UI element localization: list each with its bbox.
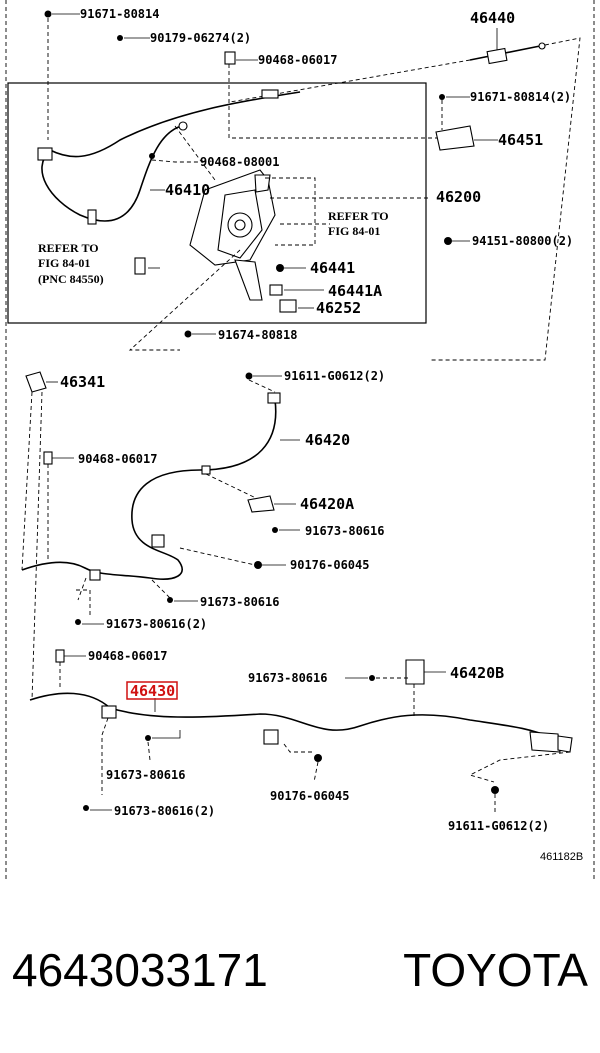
label-91671-80814-right: 91671-80814(2)	[470, 90, 571, 104]
label-46420: 46420	[305, 431, 350, 449]
label-90468-08001: 90468-08001	[200, 155, 279, 169]
label-46441: 46441	[310, 259, 355, 277]
label-46410: 46410	[165, 181, 210, 199]
label-91671-80814-top: 91671-80814	[80, 7, 159, 21]
label-46420b: 46420B	[450, 664, 504, 682]
label-refer-to-2c: (PNC 84550)	[38, 272, 104, 286]
label-91673-80616-b: 91673-80616	[200, 595, 279, 609]
label-91611-g0612-top: 91611-G0612(2)	[284, 369, 385, 383]
fastener-91674	[184, 330, 216, 338]
cable-46430	[29, 649, 573, 812]
label-91674-80818: 91674-80818	[218, 328, 297, 342]
label-refer-to-2b: FIG 84-01	[38, 256, 90, 270]
label-91673-80616-c: 91673-80616(2)	[106, 617, 207, 631]
label-46441a: 46441A	[328, 282, 382, 300]
label-90468-06017-mid: 90468-06017	[78, 452, 157, 466]
label-46430: 46430	[130, 682, 175, 700]
label-46420a: 46420A	[300, 495, 354, 513]
top-left-fasteners	[44, 10, 440, 140]
label-46200: 46200	[436, 188, 481, 206]
clip-46341	[21, 371, 58, 701]
diagram-code: 461182B	[540, 851, 583, 863]
label-94151-80800: 94151-80800(2)	[472, 234, 573, 248]
label-90176-06045-a: 90176-06045	[290, 558, 369, 572]
label-91611-g0612-bottom: 91611-G0612(2)	[448, 819, 549, 833]
label-46451: 46451	[498, 131, 543, 149]
part-labels: 91671-80814 90179-06274(2) 46440 90468-0…	[38, 7, 583, 863]
label-91673-80616-f: 91673-80616(2)	[114, 804, 215, 818]
label-46341: 46341	[60, 373, 105, 391]
label-90468-06017-top: 90468-06017	[258, 53, 337, 67]
label-90179-06274: 90179-06274(2)	[150, 31, 251, 45]
part-footer: 4643033171 TOYOTA	[0, 930, 600, 1010]
label-91673-80616-a: 91673-80616	[305, 524, 384, 538]
label-90468-06017-low: 90468-06017	[88, 649, 167, 663]
cable-46420	[21, 372, 300, 625]
label-refer-to-2a: REFER TO	[38, 241, 99, 255]
label-46252: 46252	[316, 299, 361, 317]
label-90176-06045-b: 90176-06045	[270, 789, 349, 803]
cable-46410	[37, 89, 301, 225]
label-91673-80616-d: 91673-80616	[106, 768, 185, 782]
lever-assembly-box	[7, 82, 427, 324]
label-91673-80616-e: 91673-80616	[248, 671, 327, 685]
brake-lever-mechanism	[128, 169, 428, 351]
brand-name: TOYOTA	[403, 944, 588, 996]
part-number: 4643033171	[12, 944, 268, 996]
label-refer-to-1b: FIG 84-01	[328, 224, 380, 238]
label-refer-to-1a: REFER TO	[328, 209, 389, 223]
right-fasteners	[435, 94, 498, 245]
label-46440: 46440	[470, 9, 515, 27]
parking-brake-cable-diagram: 91671-80814 90179-06274(2) 46440 90468-0…	[5, 0, 595, 880]
highlight-46430: 46430	[126, 681, 178, 700]
